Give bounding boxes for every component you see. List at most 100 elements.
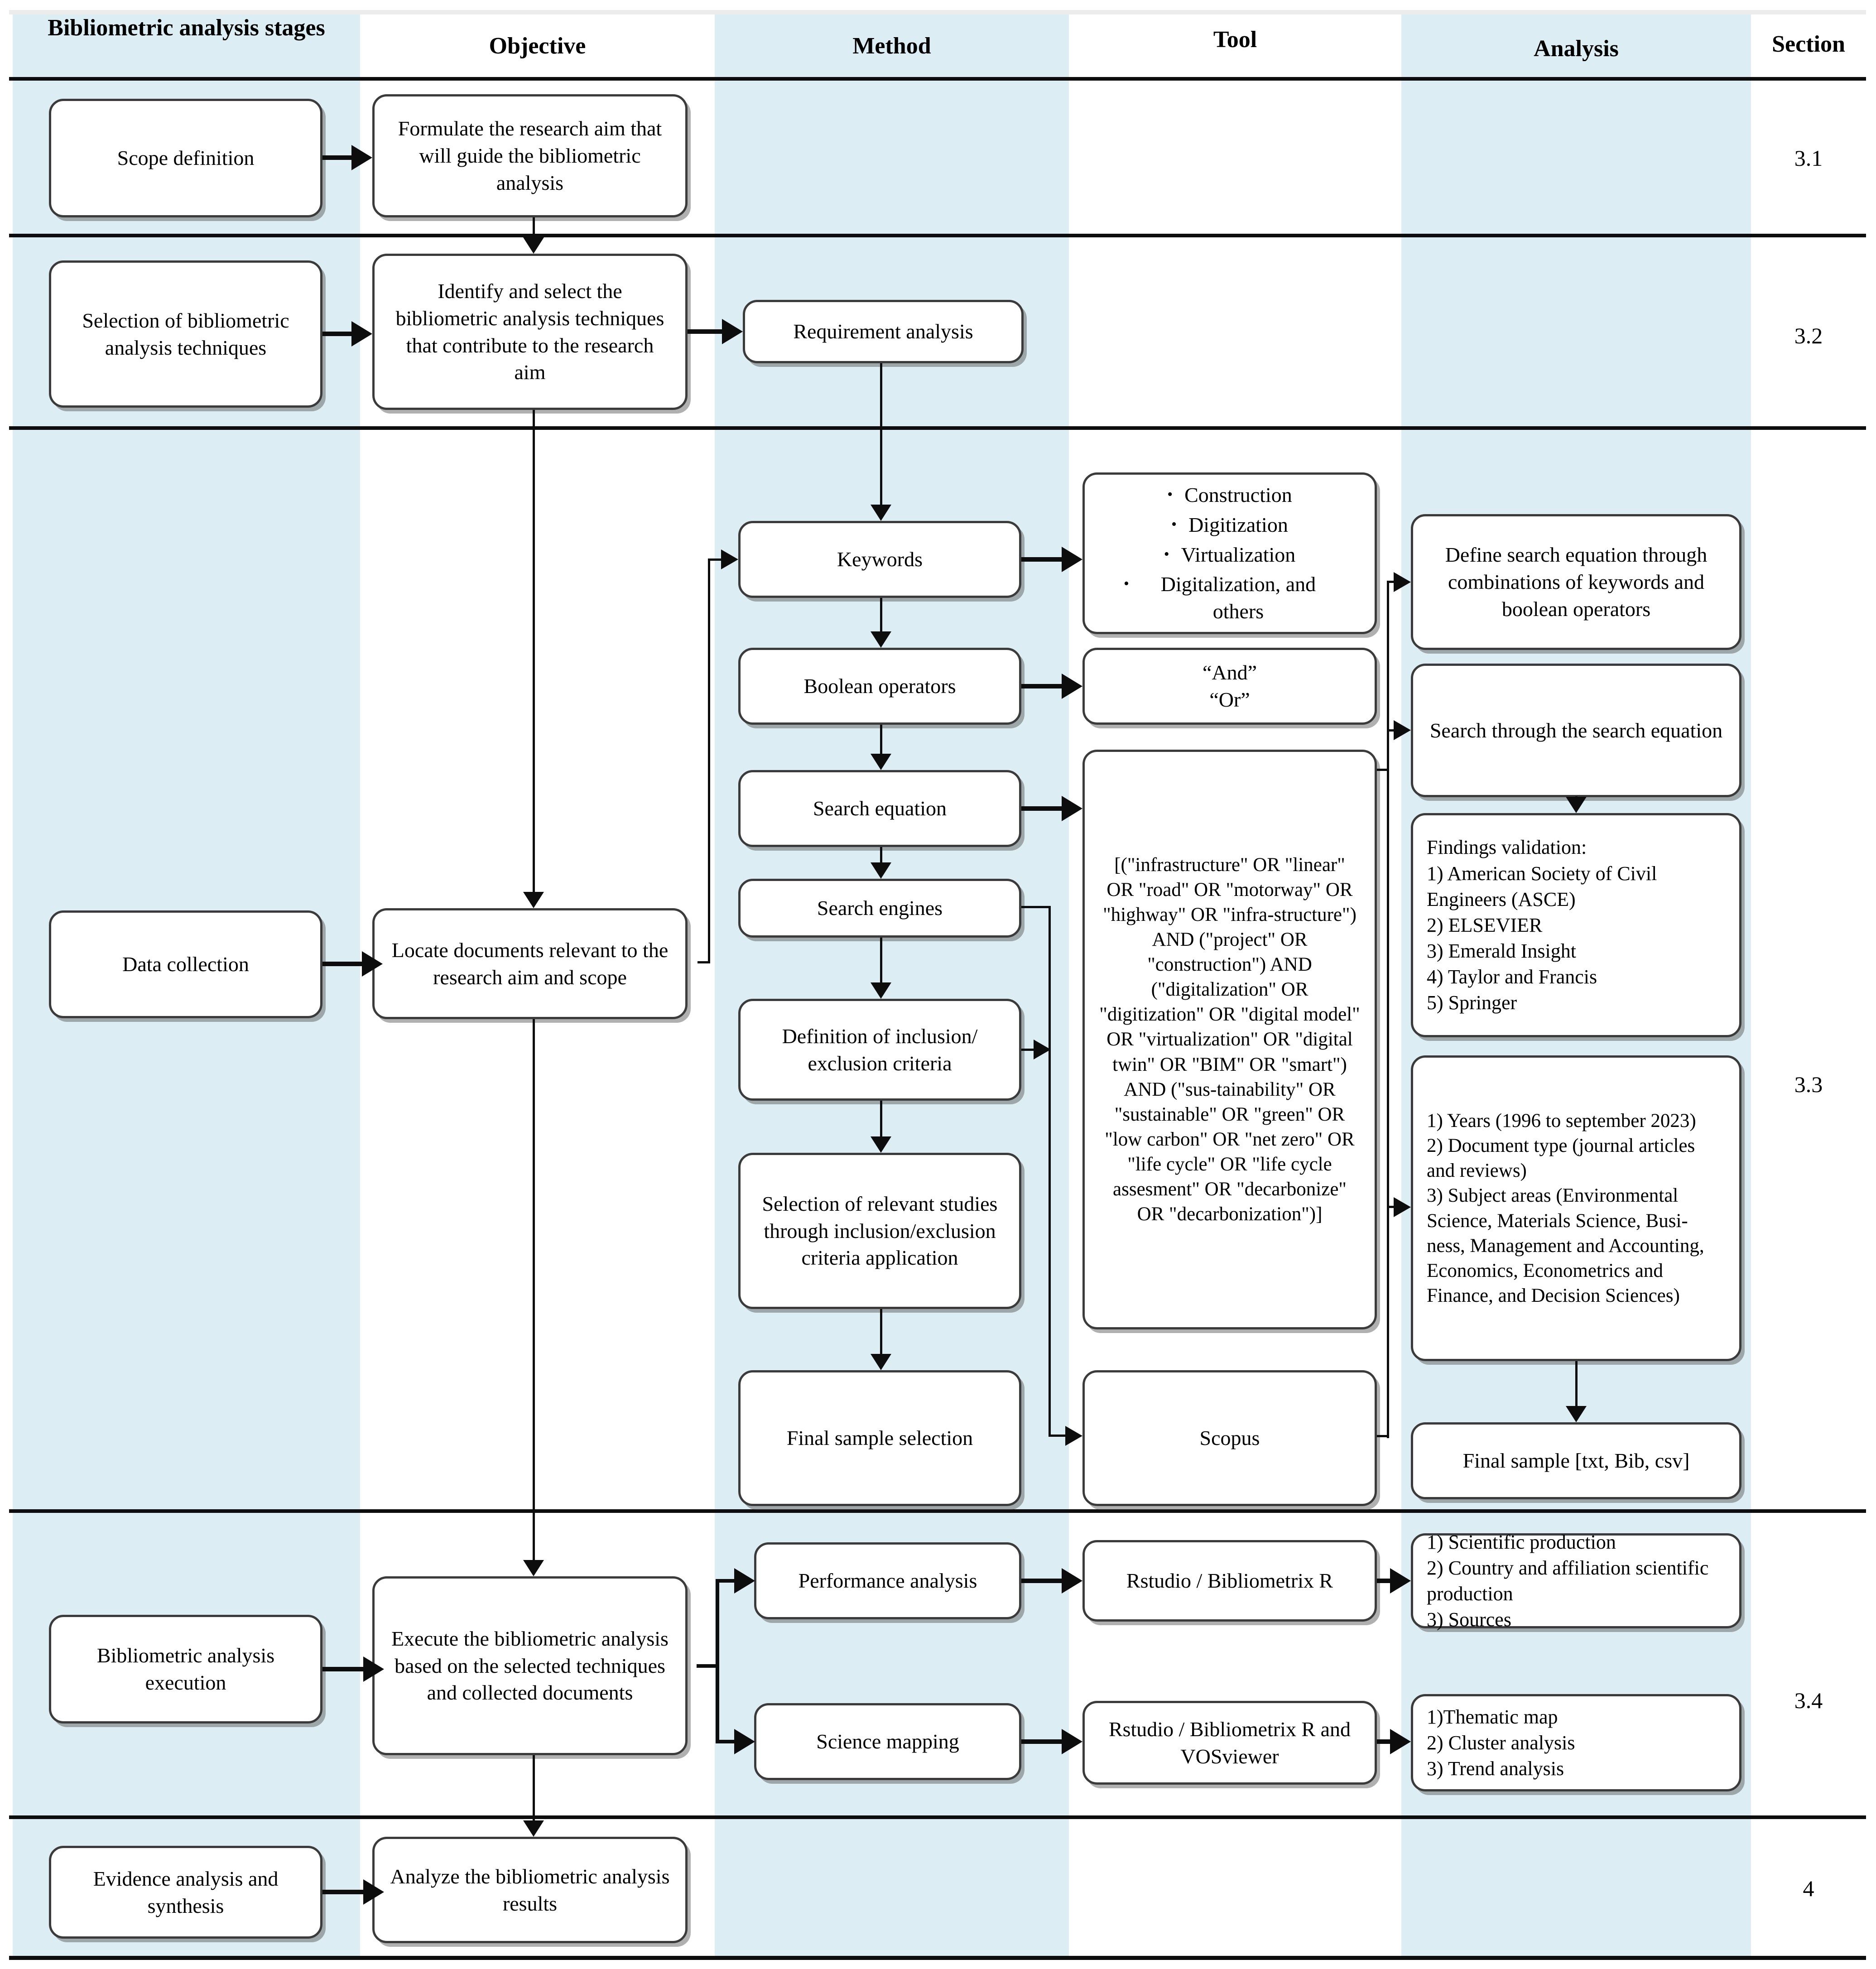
method-search-equation: Search equation <box>738 770 1021 847</box>
objective-locate: Locate documents relevant to the researc… <box>372 908 688 1019</box>
analysis-final-sample: Final sample [txt, Bib, csv] <box>1411 1422 1741 1499</box>
column-header-objective: Objective <box>489 33 586 59</box>
row-divider-1 <box>9 234 1866 237</box>
connector-locate-up <box>708 558 710 963</box>
arrowhead-right-icon <box>1390 1568 1411 1593</box>
arrow-equation-to-text <box>1021 806 1064 811</box>
keyword-label: Virtualization <box>1181 543 1296 566</box>
flow-engines-to-criteria <box>880 938 882 983</box>
arrowhead-right-icon <box>1034 1040 1051 1059</box>
row-divider-3 <box>9 1509 1866 1513</box>
arrow-boolean-to-values <box>1021 684 1064 688</box>
method-performance-analysis: Performance analysis <box>754 1542 1021 1619</box>
analysis-filters: 1) Years (1996 to september 2023) 2) Doc… <box>1411 1055 1741 1361</box>
method-search-engines: Search engines <box>738 879 1021 938</box>
arrow-execution-to-execute <box>322 1667 366 1671</box>
stage-scope-definition: Scope definition <box>49 99 322 217</box>
column-header-stages: Bibliometric analysis stages <box>48 15 325 41</box>
method-keywords: Keywords <box>738 521 1021 598</box>
connector-locate-to-keywords <box>708 558 722 561</box>
tool-keyword-list: •Construction •Digitization •Virtualizat… <box>1082 472 1377 634</box>
column-header-tool: Tool <box>1213 27 1257 53</box>
column-header-section: Section <box>1772 31 1845 57</box>
arrowhead-right-icon <box>1062 547 1082 572</box>
connector-execute-branch <box>716 1579 719 1743</box>
bullet-icon: • <box>1167 486 1173 503</box>
arrowhead-down-icon <box>871 754 891 770</box>
connector-to-search-through <box>1387 729 1396 732</box>
arrowhead-right-icon <box>1065 1426 1082 1446</box>
objective-identify: Identify and select the bibliometric ana… <box>372 254 688 410</box>
connector-criteria-out <box>1021 1049 1035 1051</box>
arrowhead-right-icon <box>1062 674 1082 699</box>
connector-engines-down <box>1049 906 1051 1437</box>
flow-identify-to-locate <box>533 410 535 893</box>
arrowhead-right-icon <box>1062 1568 1082 1593</box>
flow-requirement-to-keywords <box>880 363 882 505</box>
tool-scopus: Scopus <box>1082 1370 1377 1506</box>
bullet-icon: • <box>1171 515 1177 533</box>
section-3-3: 3.3 <box>1794 1072 1823 1097</box>
connector-to-define <box>1387 581 1396 583</box>
arrowhead-right-icon <box>1394 720 1411 740</box>
arrowhead-right-icon <box>351 145 372 170</box>
connector-locate-out <box>697 961 710 963</box>
arrowhead-right-icon <box>1394 1197 1411 1217</box>
analysis-mapping-outputs: 1)Thematic map 2) Cluster analysis 3) Tr… <box>1411 1694 1741 1791</box>
flow-boolean-to-equation <box>880 725 882 755</box>
keyword-item: •Digitization <box>1098 511 1361 539</box>
flow-equation-to-engines <box>880 847 882 863</box>
arrowhead-right-icon <box>362 951 383 977</box>
bullet-icon: • <box>1164 545 1169 563</box>
arrowhead-right-icon <box>1062 1729 1082 1754</box>
arrowhead-down-icon <box>1566 1406 1587 1422</box>
arrow-mapping-to-rstudio <box>1021 1739 1064 1744</box>
keyword-list: •Construction •Digitization •Virtualizat… <box>1098 481 1361 625</box>
arrowhead-right-icon <box>363 1879 384 1905</box>
connector-to-filters <box>1387 1206 1396 1208</box>
analysis-define-search-equation: Define search equation through combinati… <box>1411 514 1741 650</box>
tool-rstudio-vosviewer: Rstudio / Bibliometrix R and VOSviewer <box>1082 1701 1377 1785</box>
arrowhead-right-icon <box>734 1729 755 1754</box>
objective-analyze: Analyze the bibliometric analysis result… <box>372 1837 688 1943</box>
arrowhead-down-icon <box>1566 797 1587 813</box>
flow-execute-to-analyze <box>533 1755 535 1821</box>
section-4: 4 <box>1803 1876 1814 1901</box>
top-border-strip <box>9 10 1866 14</box>
connector-to-mapping <box>716 1740 736 1743</box>
keyword-label: Digitalization, and others <box>1160 573 1316 623</box>
flow-criteria-to-selection <box>880 1101 882 1137</box>
section-3-4: 3.4 <box>1794 1688 1823 1713</box>
arrowhead-down-icon <box>523 1560 544 1576</box>
objective-execute: Execute the bibliometric analysis based … <box>372 1576 688 1755</box>
arrowhead-down-icon <box>871 505 891 521</box>
arrowhead-right-icon <box>734 1568 755 1593</box>
analysis-search-through-equation: Search through the search equation <box>1411 664 1741 797</box>
method-requirement-analysis: Requirement analysis <box>743 300 1024 363</box>
section-3-2: 3.2 <box>1794 323 1823 348</box>
row-divider-4 <box>9 1815 1866 1819</box>
flow-keywords-to-boolean <box>880 598 882 632</box>
arrowhead-down-icon <box>871 982 891 999</box>
arrowhead-right-icon <box>351 321 372 347</box>
arrow-evidence-to-analyze <box>322 1890 366 1894</box>
arrowhead-right-icon <box>721 549 738 569</box>
arrow-data-to-locate <box>322 962 366 966</box>
objective-formulate: Formulate the research aim that will gui… <box>372 94 688 217</box>
connector-tool-analysis-spine <box>1387 581 1389 1438</box>
analysis-findings-validation: Findings validation: 1) American Society… <box>1411 813 1741 1037</box>
flow-locate-to-execute <box>533 1019 535 1561</box>
connector-engines-out <box>1021 906 1051 908</box>
arrowhead-down-icon <box>871 1354 891 1370</box>
arrow-vosviewer-to-outputs <box>1377 1739 1393 1744</box>
keyword-item: • Virtualization <box>1098 541 1361 568</box>
arrow-rstudio-to-outputs <box>1377 1579 1393 1583</box>
arrowhead-down-icon <box>523 892 544 908</box>
arrowhead-down-icon <box>871 862 891 879</box>
tool-search-equation-text: [("infrastructure" OR "linear" OR "road"… <box>1082 750 1377 1329</box>
stage-evidence: Evidence analysis and synthesis <box>49 1846 322 1939</box>
arrowhead-right-icon <box>1394 572 1411 592</box>
arrow-selection-to-identify <box>322 332 354 336</box>
bottom-divider <box>9 1956 1866 1960</box>
keyword-item: •Construction <box>1098 481 1361 509</box>
